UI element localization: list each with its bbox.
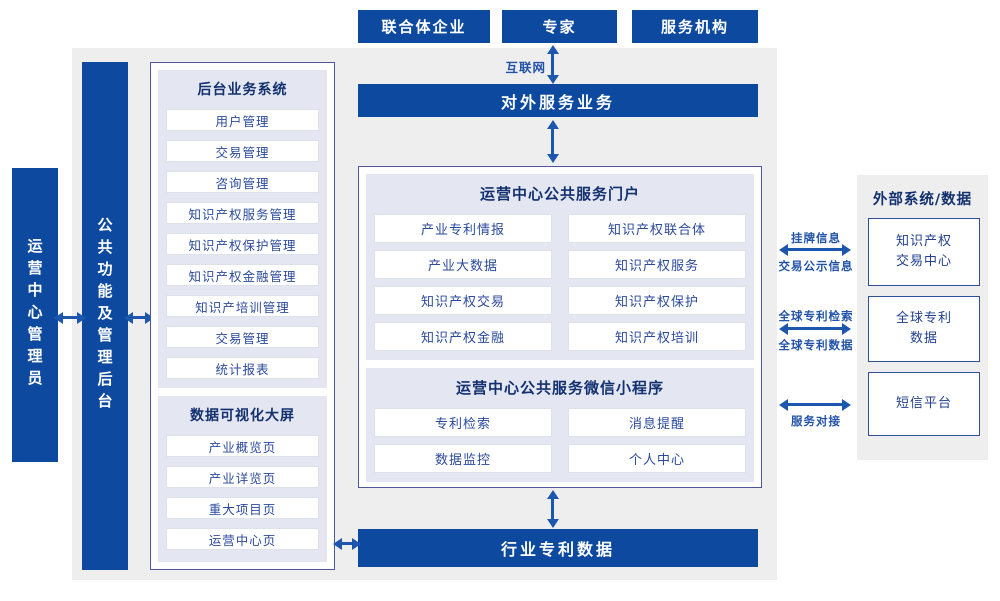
dashboard-item: 重大项目页 <box>166 497 319 519</box>
external-service-bar: 对外服务业务 <box>358 84 758 117</box>
portal-item: 知识产权培训 <box>568 322 746 351</box>
external-box-global-patent: 全球专利 数据 <box>868 296 980 362</box>
portal-grid: 产业专利情报 知识产权联合体 产业大数据 知识产权服务 知识产权交易 知识产权保… <box>374 214 746 351</box>
arrow-global-patent <box>779 322 851 335</box>
arrow-internet <box>546 45 559 84</box>
arrow-leftpanel-to-industry <box>333 537 361 550</box>
backend-item: 统计报表 <box>166 357 319 379</box>
miniprogram-grid: 专利检索 消息提醒 数据监控 个人中心 <box>374 408 746 473</box>
portal-section: 运营中心公共服务门户 产业专利情报 知识产权联合体 产业大数据 知识产权服务 知… <box>366 174 754 360</box>
actor-expert: 专家 <box>502 10 617 43</box>
dashboard-item: 产业详览页 <box>166 466 319 488</box>
backend-item: 知识产权保护管理 <box>166 233 319 255</box>
label-listing-info: 挂牌信息 <box>791 231 841 245</box>
backend-item: 知识产培训管理 <box>166 295 319 317</box>
portal-item: 产业大数据 <box>374 250 552 279</box>
external-systems-title: 外部系统/数据 <box>872 192 973 208</box>
dashboard-item: 运营中心页 <box>166 528 319 550</box>
arrow-bar-to-portal <box>546 120 559 163</box>
portal-title: 运营中心公共服务门户 <box>479 185 640 203</box>
backend-system-section: 后台业务系统 用户管理 交易管理 咨询管理 知识产权服务管理 知识产权保护管理 … <box>158 70 327 388</box>
miniprogram-item: 消息提醒 <box>568 408 746 437</box>
center-panel: 运营中心公共服务门户 产业专利情报 知识产权联合体 产业大数据 知识产权服务 知… <box>358 166 762 488</box>
miniprogram-item: 个人中心 <box>568 444 746 473</box>
industry-data-bar: 行业专利数据 <box>358 529 758 567</box>
miniprogram-section: 运营中心公共服务微信小程序 专利检索 消息提醒 数据监控 个人中心 <box>366 368 754 482</box>
portal-item: 知识产权保护 <box>568 286 746 315</box>
portal-item: 知识产权交易 <box>374 286 552 315</box>
miniprogram-item: 数据监控 <box>374 444 552 473</box>
label-global-patent-search: 全球专利检索 <box>778 309 854 323</box>
portal-item: 知识产权金融 <box>374 322 552 351</box>
miniprogram-title: 运营中心公共服务微信小程序 <box>455 379 664 397</box>
dashboard-item: 产业概览页 <box>166 435 319 457</box>
backend-system-title: 后台业务系统 <box>197 82 288 98</box>
portal-item: 知识产权服务 <box>568 250 746 279</box>
label-transaction-publicity: 交易公示信息 <box>778 259 854 273</box>
internet-label: 互联网 <box>505 60 546 75</box>
backend-item: 交易管理 <box>166 326 319 348</box>
left-panel: 后台业务系统 用户管理 交易管理 咨询管理 知识产权服务管理 知识产权保护管理 … <box>150 62 335 570</box>
backend-item: 知识产权服务管理 <box>166 202 319 224</box>
arrow-ip-exchange <box>779 243 851 256</box>
portal-item: 产业专利情报 <box>374 214 552 243</box>
label-global-patent-data: 全球专利数据 <box>778 338 854 352</box>
dashboard-title: 数据可视化大屏 <box>190 408 295 424</box>
arrow-service-connection <box>779 398 851 411</box>
backend-item: 交易管理 <box>166 140 319 162</box>
backend-item: 用户管理 <box>166 109 319 131</box>
rail-operation-admin: 运营中心管理员 <box>12 168 58 462</box>
portal-item: 知识产权联合体 <box>568 214 746 243</box>
dashboard-section: 数据可视化大屏 产业概览页 产业详览页 重大项目页 运营中心页 <box>158 396 327 562</box>
label-service-connection: 服务对接 <box>791 414 841 428</box>
backend-item: 知识产权金融管理 <box>166 264 319 286</box>
external-box-sms-platform: 短信平台 <box>868 372 980 436</box>
arrow-backend-to-panel <box>124 311 154 324</box>
arrow-portal-to-industry <box>546 490 559 528</box>
miniprogram-item: 专利检索 <box>374 408 552 437</box>
arrow-admin-to-backend <box>54 311 86 324</box>
backend-item: 咨询管理 <box>166 171 319 193</box>
actor-service-agency: 服务机构 <box>632 10 758 43</box>
actor-consortium-enterprise: 联合体企业 <box>358 10 490 43</box>
rail-public-backend: 公共功能及管理后台 <box>82 62 128 570</box>
external-box-ip-exchange: 知识产权 交易中心 <box>868 218 980 286</box>
